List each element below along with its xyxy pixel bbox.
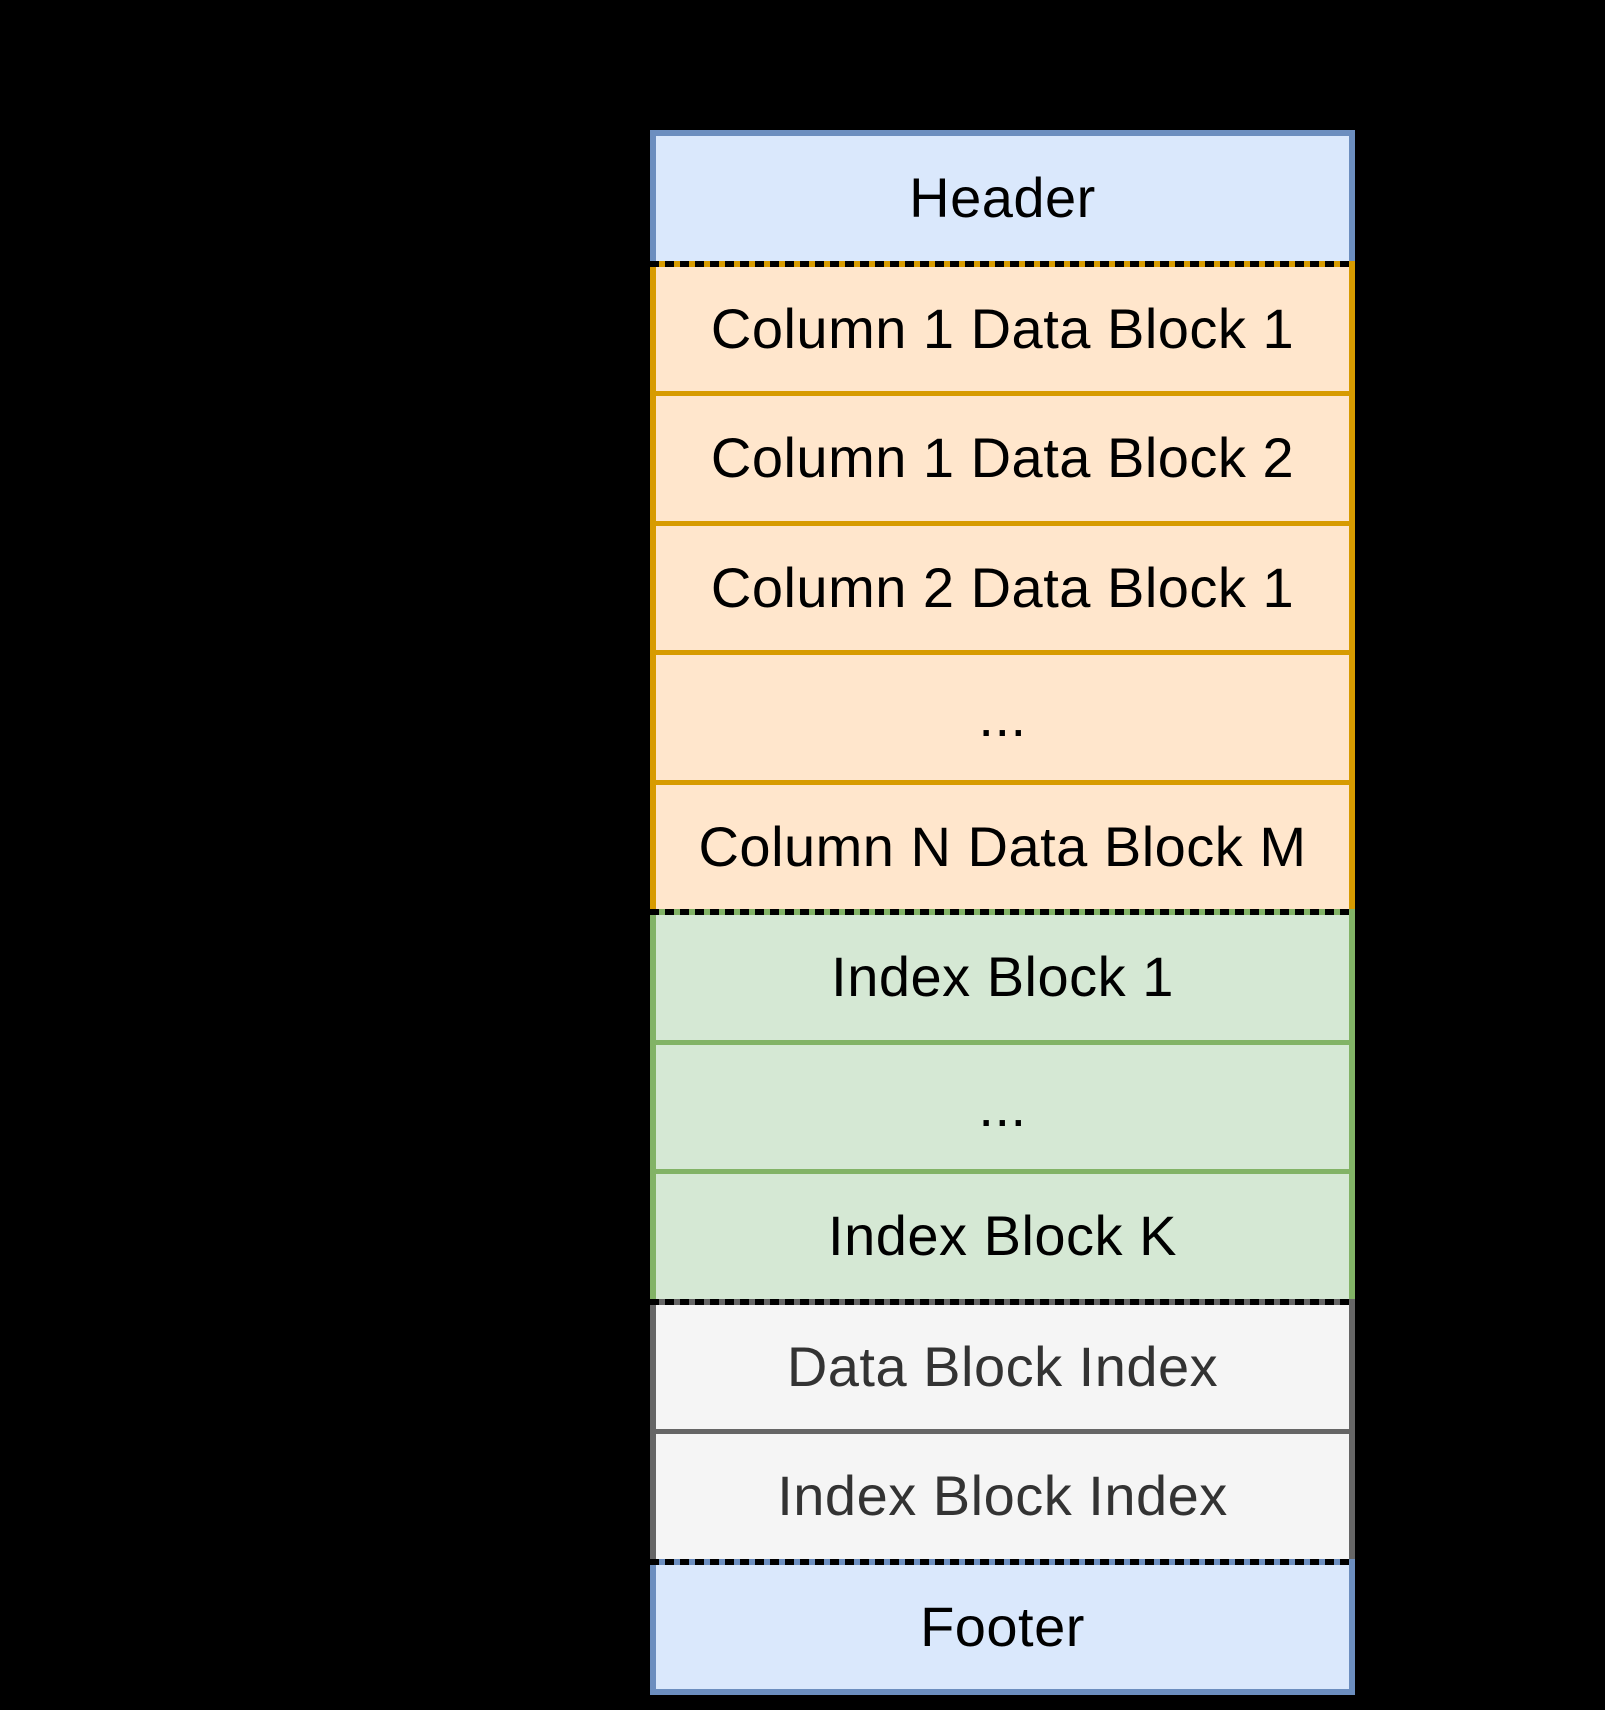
block-data-block-index-label: Data Block Index	[786, 1334, 1219, 1398]
block-column-n-data-block-m-label: Column N Data Block M	[698, 814, 1307, 878]
dashed-separator-blockindex-footer	[650, 1558, 1355, 1565]
block-header: Header	[650, 130, 1355, 261]
block-data-blocks-ellipsis: ...	[650, 650, 1355, 780]
block-index-block-k-label: Index Block K	[828, 1204, 1177, 1268]
block-header-label: Header	[909, 166, 1096, 230]
block-column-1-data-block-2-label: Column 1 Data Block 2	[710, 426, 1295, 490]
dashed-separator-data-index	[650, 909, 1355, 915]
block-footer: Footer	[650, 1564, 1355, 1695]
dashed-separator-index-blockindex	[650, 1298, 1355, 1305]
block-index-block-1-label: Index Block 1	[831, 945, 1174, 1009]
block-index-block-1: Index Block 1	[650, 915, 1355, 1040]
block-data-blocks-ellipsis-label: ...	[978, 685, 1027, 749]
block-index-block-index: Index Block Index	[650, 1429, 1355, 1559]
block-column-1-data-block-1-label: Column 1 Data Block 1	[710, 296, 1295, 360]
block-data-block-index: Data Block Index	[650, 1304, 1355, 1429]
block-index-blocks-ellipsis-label: ...	[978, 1074, 1027, 1138]
block-column-2-data-block-1-label: Column 2 Data Block 1	[710, 555, 1295, 619]
block-index-block-k: Index Block K	[650, 1169, 1355, 1299]
block-index-block-index-label: Index Block Index	[777, 1464, 1228, 1528]
block-column-2-data-block-1: Column 2 Data Block 1	[650, 520, 1355, 650]
file-layout-diagram: Header Column 1 Data Block 1 Column 1 Da…	[650, 130, 1355, 1695]
block-column-n-data-block-m: Column N Data Block M	[650, 779, 1355, 909]
block-column-1-data-block-1: Column 1 Data Block 1	[650, 266, 1355, 391]
dashed-separator-header-data	[650, 260, 1355, 267]
block-index-blocks-ellipsis: ...	[650, 1039, 1355, 1169]
block-footer-label: Footer	[920, 1594, 1085, 1658]
block-column-1-data-block-2: Column 1 Data Block 2	[650, 391, 1355, 521]
